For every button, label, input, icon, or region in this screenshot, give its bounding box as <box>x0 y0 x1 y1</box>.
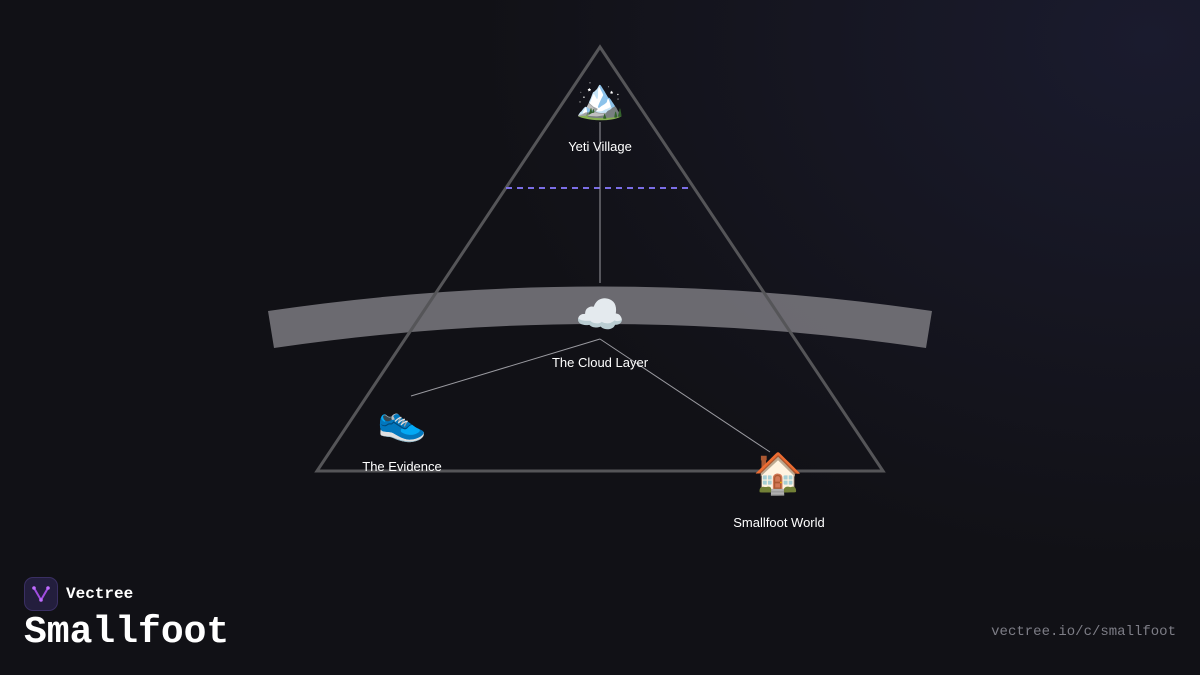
page-title: Smallfoot <box>24 611 230 654</box>
edge-cloud-layer-to-smallfoot-world <box>599 338 771 453</box>
mountain-triangle <box>314 44 886 473</box>
sneaker-icon: 👟 <box>377 398 427 444</box>
house-icon: 🏠 <box>753 451 803 497</box>
brand: Vectree <box>24 577 133 611</box>
vectree-logo-glyph <box>32 586 50 602</box>
vectree-logo-icon <box>24 577 58 611</box>
node-label-the-evidence: The Evidence <box>362 459 442 474</box>
footer-url[interactable]: vectree.io/c/smallfoot <box>991 624 1176 640</box>
cloud-icon: ☁️ <box>575 292 625 338</box>
edge-cloud-layer-to-the-evidence <box>410 338 601 397</box>
brand-name: Vectree <box>66 585 134 603</box>
node-label-smallfoot-world: Smallfoot World <box>733 515 825 530</box>
cloud-band <box>268 286 932 348</box>
node-label-cloud-layer: The Cloud Layer <box>551 355 649 370</box>
mountain-icon: 🏔️ <box>575 76 625 122</box>
node-label-yeti-village: Yeti Village <box>568 139 632 154</box>
